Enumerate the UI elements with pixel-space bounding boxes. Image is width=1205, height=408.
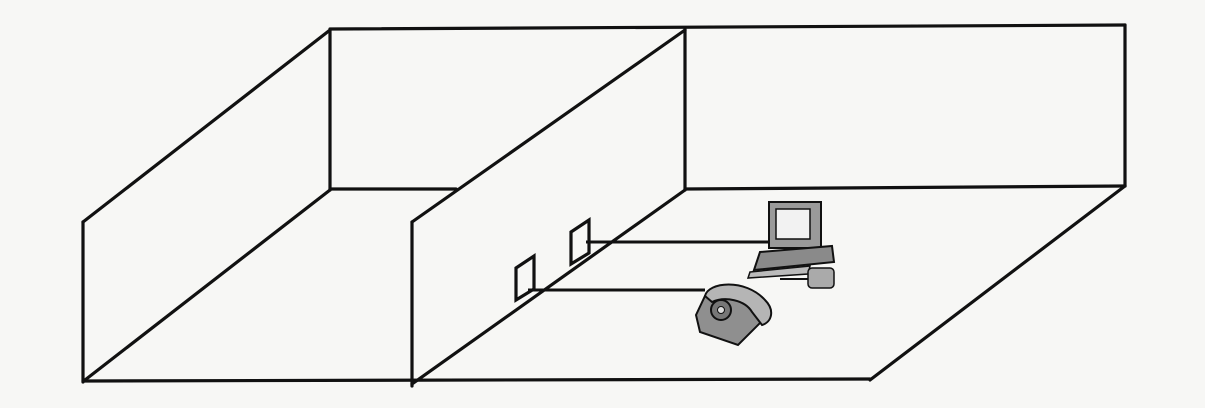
wall-outlet-icon bbox=[514, 253, 536, 303]
mouse bbox=[807, 267, 835, 289]
partition-wall bbox=[410, 28, 687, 388]
monitor-screen bbox=[775, 208, 811, 240]
right-room-back-floor-edge bbox=[683, 184, 1127, 191]
wall-outlet-icon bbox=[569, 217, 591, 267]
rotary-dial-center bbox=[717, 306, 725, 314]
partition-top-edge bbox=[410, 28, 687, 224]
floor-front-edge bbox=[81, 377, 872, 383]
back-wall-top-edge bbox=[328, 23, 1127, 31]
left-wall-top-edge bbox=[81, 28, 332, 224]
left-wall-floor-edge bbox=[83, 188, 332, 382]
telephone-icon bbox=[694, 283, 773, 347]
right-floor-side-edge bbox=[868, 184, 1127, 382]
computer-icon bbox=[746, 201, 836, 289]
left-room bbox=[81, 28, 458, 384]
telephone-handset bbox=[703, 283, 773, 327]
partition-floor-edge bbox=[410, 188, 687, 386]
computer-base bbox=[752, 244, 836, 272]
